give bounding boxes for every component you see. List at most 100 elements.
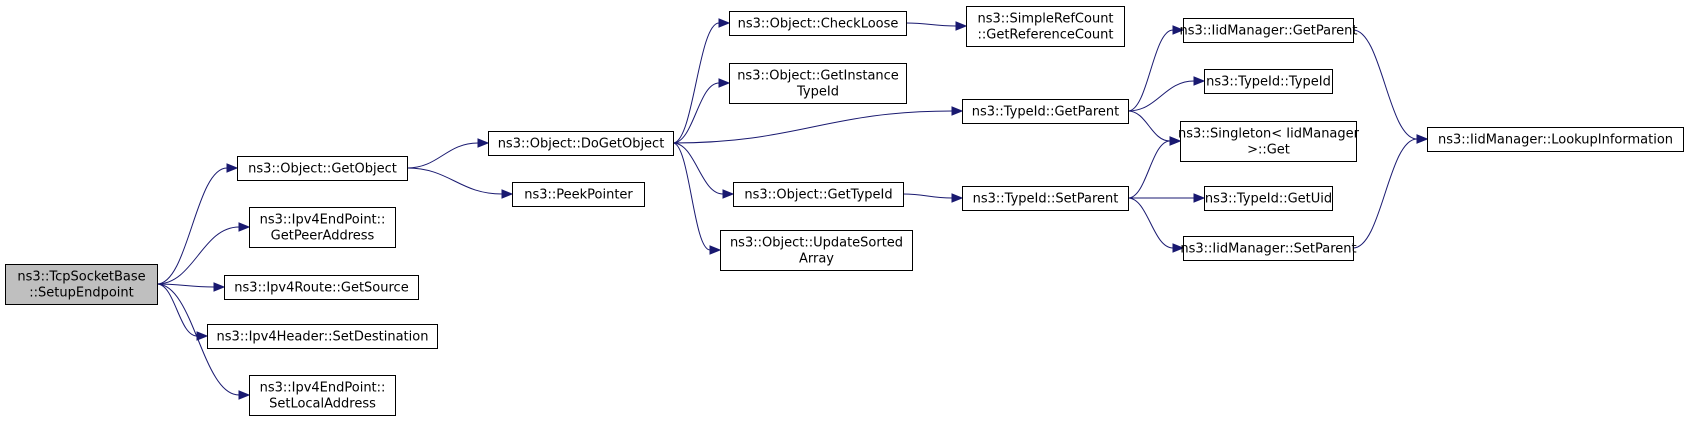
node-box bbox=[966, 6, 1125, 47]
arrow-head bbox=[1193, 193, 1206, 203]
node-ns3-iidmanager-getparent[interactable]: ns3::IidManager::GetParent bbox=[1179, 18, 1358, 43]
edge-n0-n4 bbox=[156, 283, 198, 337]
arrow-head bbox=[501, 189, 514, 199]
edge-n14-n19 bbox=[1127, 197, 1174, 249]
node-label: SetLocalAddress bbox=[269, 397, 376, 412]
node-label: ns3::TypeId::GetParent bbox=[972, 105, 1120, 120]
node-box bbox=[962, 186, 1129, 211]
node-ns3-peekpointer[interactable]: ns3::PeekPointer bbox=[512, 182, 645, 207]
node-label: ns3::Singleton< IidManager bbox=[1178, 127, 1360, 142]
node-label: Array bbox=[799, 252, 834, 267]
arrow-head bbox=[1172, 25, 1185, 35]
node-label: ns3::Ipv4Header::SetDestination bbox=[217, 330, 429, 345]
edge-n1-n7 bbox=[406, 167, 503, 195]
node-box bbox=[1183, 236, 1354, 261]
node-label: ns3::Object::UpdateSorted bbox=[730, 236, 903, 251]
arrow-head bbox=[951, 106, 964, 116]
node-ns3-object-checkloose[interactable]: ns3::Object::CheckLoose bbox=[729, 11, 907, 36]
node-ns3-singleton-iidmanager-get[interactable]: ns3::Singleton< IidManager >::Get bbox=[1178, 121, 1360, 162]
edge-n6-n11 bbox=[672, 142, 711, 251]
node-label: TypeId bbox=[796, 85, 839, 100]
edge-n19-n20 bbox=[1352, 138, 1418, 249]
node-box bbox=[249, 375, 396, 416]
edge-n12-n16 bbox=[1127, 80, 1195, 112]
arrow-head bbox=[477, 138, 490, 148]
node-ns3-object-dogetobject[interactable]: ns3::Object::DoGetObject bbox=[488, 131, 674, 156]
edge-n0-n3 bbox=[156, 283, 215, 288]
edge-n6-n9 bbox=[672, 82, 720, 144]
node-ns3-typeid-getuid[interactable]: ns3::TypeId::GetUid bbox=[1204, 186, 1333, 211]
edge-n8-n13 bbox=[905, 22, 957, 27]
edge-layer bbox=[156, 18, 1429, 400]
node-ns3-typeid-typeid[interactable]: ns3::TypeId::TypeId bbox=[1204, 69, 1333, 94]
node-ns3-ipv4endpoint-getpeeraddress[interactable]: ns3::Ipv4EndPoint::GetPeerAddress bbox=[249, 207, 396, 248]
arrow-head bbox=[718, 78, 731, 88]
node-label: GetPeerAddress bbox=[271, 229, 375, 244]
node-box bbox=[729, 11, 907, 36]
node-label: ns3::PeekPointer bbox=[524, 188, 633, 203]
arrow-head bbox=[1169, 136, 1182, 146]
arrow-head bbox=[213, 282, 226, 292]
node-label: ns3::Ipv4EndPoint:: bbox=[260, 381, 386, 396]
edge-n6-n12 bbox=[672, 110, 953, 144]
arrow-head bbox=[951, 193, 964, 203]
node-ns3-ipv4endpoint-setlocaladdress[interactable]: ns3::Ipv4EndPoint::SetLocalAddress bbox=[249, 375, 396, 416]
edge-n6-n10 bbox=[672, 142, 724, 195]
node-box bbox=[512, 182, 645, 207]
node-label: ns3::Object::GetTypeId bbox=[744, 188, 892, 203]
node-ns3-object-gettypeid[interactable]: ns3::Object::GetTypeId bbox=[733, 182, 904, 207]
arrow-head bbox=[1416, 134, 1429, 144]
node-label: ns3::Object::DoGetObject bbox=[498, 137, 665, 152]
edge-n14-n17 bbox=[1127, 140, 1171, 199]
edge-n10-n14 bbox=[902, 193, 953, 199]
node-ns3-ipv4route-getsource[interactable]: ns3::Ipv4Route::GetSource bbox=[224, 275, 419, 300]
arrow-head bbox=[1172, 243, 1185, 253]
arrow-head bbox=[196, 331, 209, 341]
node-ns3-typeid-getparent[interactable]: ns3::TypeId::GetParent bbox=[962, 99, 1129, 124]
arrow-head bbox=[1193, 76, 1206, 86]
node-box bbox=[5, 264, 158, 305]
node-box bbox=[207, 324, 438, 349]
node-label: ns3::Ipv4Route::GetSource bbox=[234, 281, 408, 296]
node-box bbox=[1180, 121, 1357, 162]
arrow-head bbox=[718, 18, 731, 28]
node-box bbox=[488, 131, 674, 156]
node-ns3-tcpsocketbase-setupendpoint[interactable]: ns3::TcpSocketBase::SetupEndpoint bbox=[5, 264, 158, 305]
node-box bbox=[1204, 69, 1333, 94]
node-ns3-iidmanager-setparent[interactable]: ns3::IidManager::SetParent bbox=[1180, 236, 1357, 261]
node-label: ns3::SimpleRefCount bbox=[977, 12, 1113, 27]
edge-n12-n15 bbox=[1127, 29, 1174, 112]
node-label: ::GetReferenceCount bbox=[978, 28, 1114, 43]
node-box bbox=[249, 207, 396, 248]
node-label: ns3::Object::CheckLoose bbox=[738, 17, 899, 32]
node-label: ns3::IidManager::SetParent bbox=[1180, 242, 1356, 257]
node-box bbox=[733, 182, 904, 207]
node-box bbox=[720, 230, 913, 271]
node-box bbox=[729, 63, 907, 104]
edge-n0-n1 bbox=[156, 167, 228, 285]
node-label: ns3::TypeId::GetUid bbox=[1205, 192, 1332, 207]
node-box bbox=[1204, 186, 1333, 211]
node-box bbox=[224, 275, 419, 300]
node-label: ns3::Object::GetInstance bbox=[737, 69, 899, 84]
node-label: >::Get bbox=[1247, 143, 1290, 158]
node-ns3-iidmanager-lookupinformation[interactable]: ns3::IidManager::LookupInformation bbox=[1427, 127, 1684, 152]
node-label: ns3::IidManager::LookupInformation bbox=[1438, 133, 1673, 148]
node-box bbox=[1427, 127, 1684, 152]
arrow-head bbox=[226, 163, 239, 173]
edge-n12-n17 bbox=[1127, 110, 1171, 142]
node-box bbox=[237, 156, 408, 181]
node-label: ns3::IidManager::GetParent bbox=[1179, 24, 1357, 39]
node-ns3-typeid-setparent[interactable]: ns3::TypeId::SetParent bbox=[962, 186, 1129, 211]
node-label: ns3::TcpSocketBase bbox=[17, 270, 145, 285]
node-ns3-ipv4header-setdestination[interactable]: ns3::Ipv4Header::SetDestination bbox=[207, 324, 438, 349]
node-ns3-simplerefcount-getreferencecount[interactable]: ns3::SimpleRefCount::GetReferenceCount bbox=[966, 6, 1125, 47]
node-label: ns3::TypeId::SetParent bbox=[973, 192, 1119, 207]
node-ns3-object-getobject[interactable]: ns3::Object::GetObject bbox=[237, 156, 408, 181]
node-label: ::SetupEndpoint bbox=[29, 286, 133, 301]
arrow-head bbox=[238, 390, 251, 400]
node-label: ns3::TypeId::TypeId bbox=[1206, 75, 1331, 90]
